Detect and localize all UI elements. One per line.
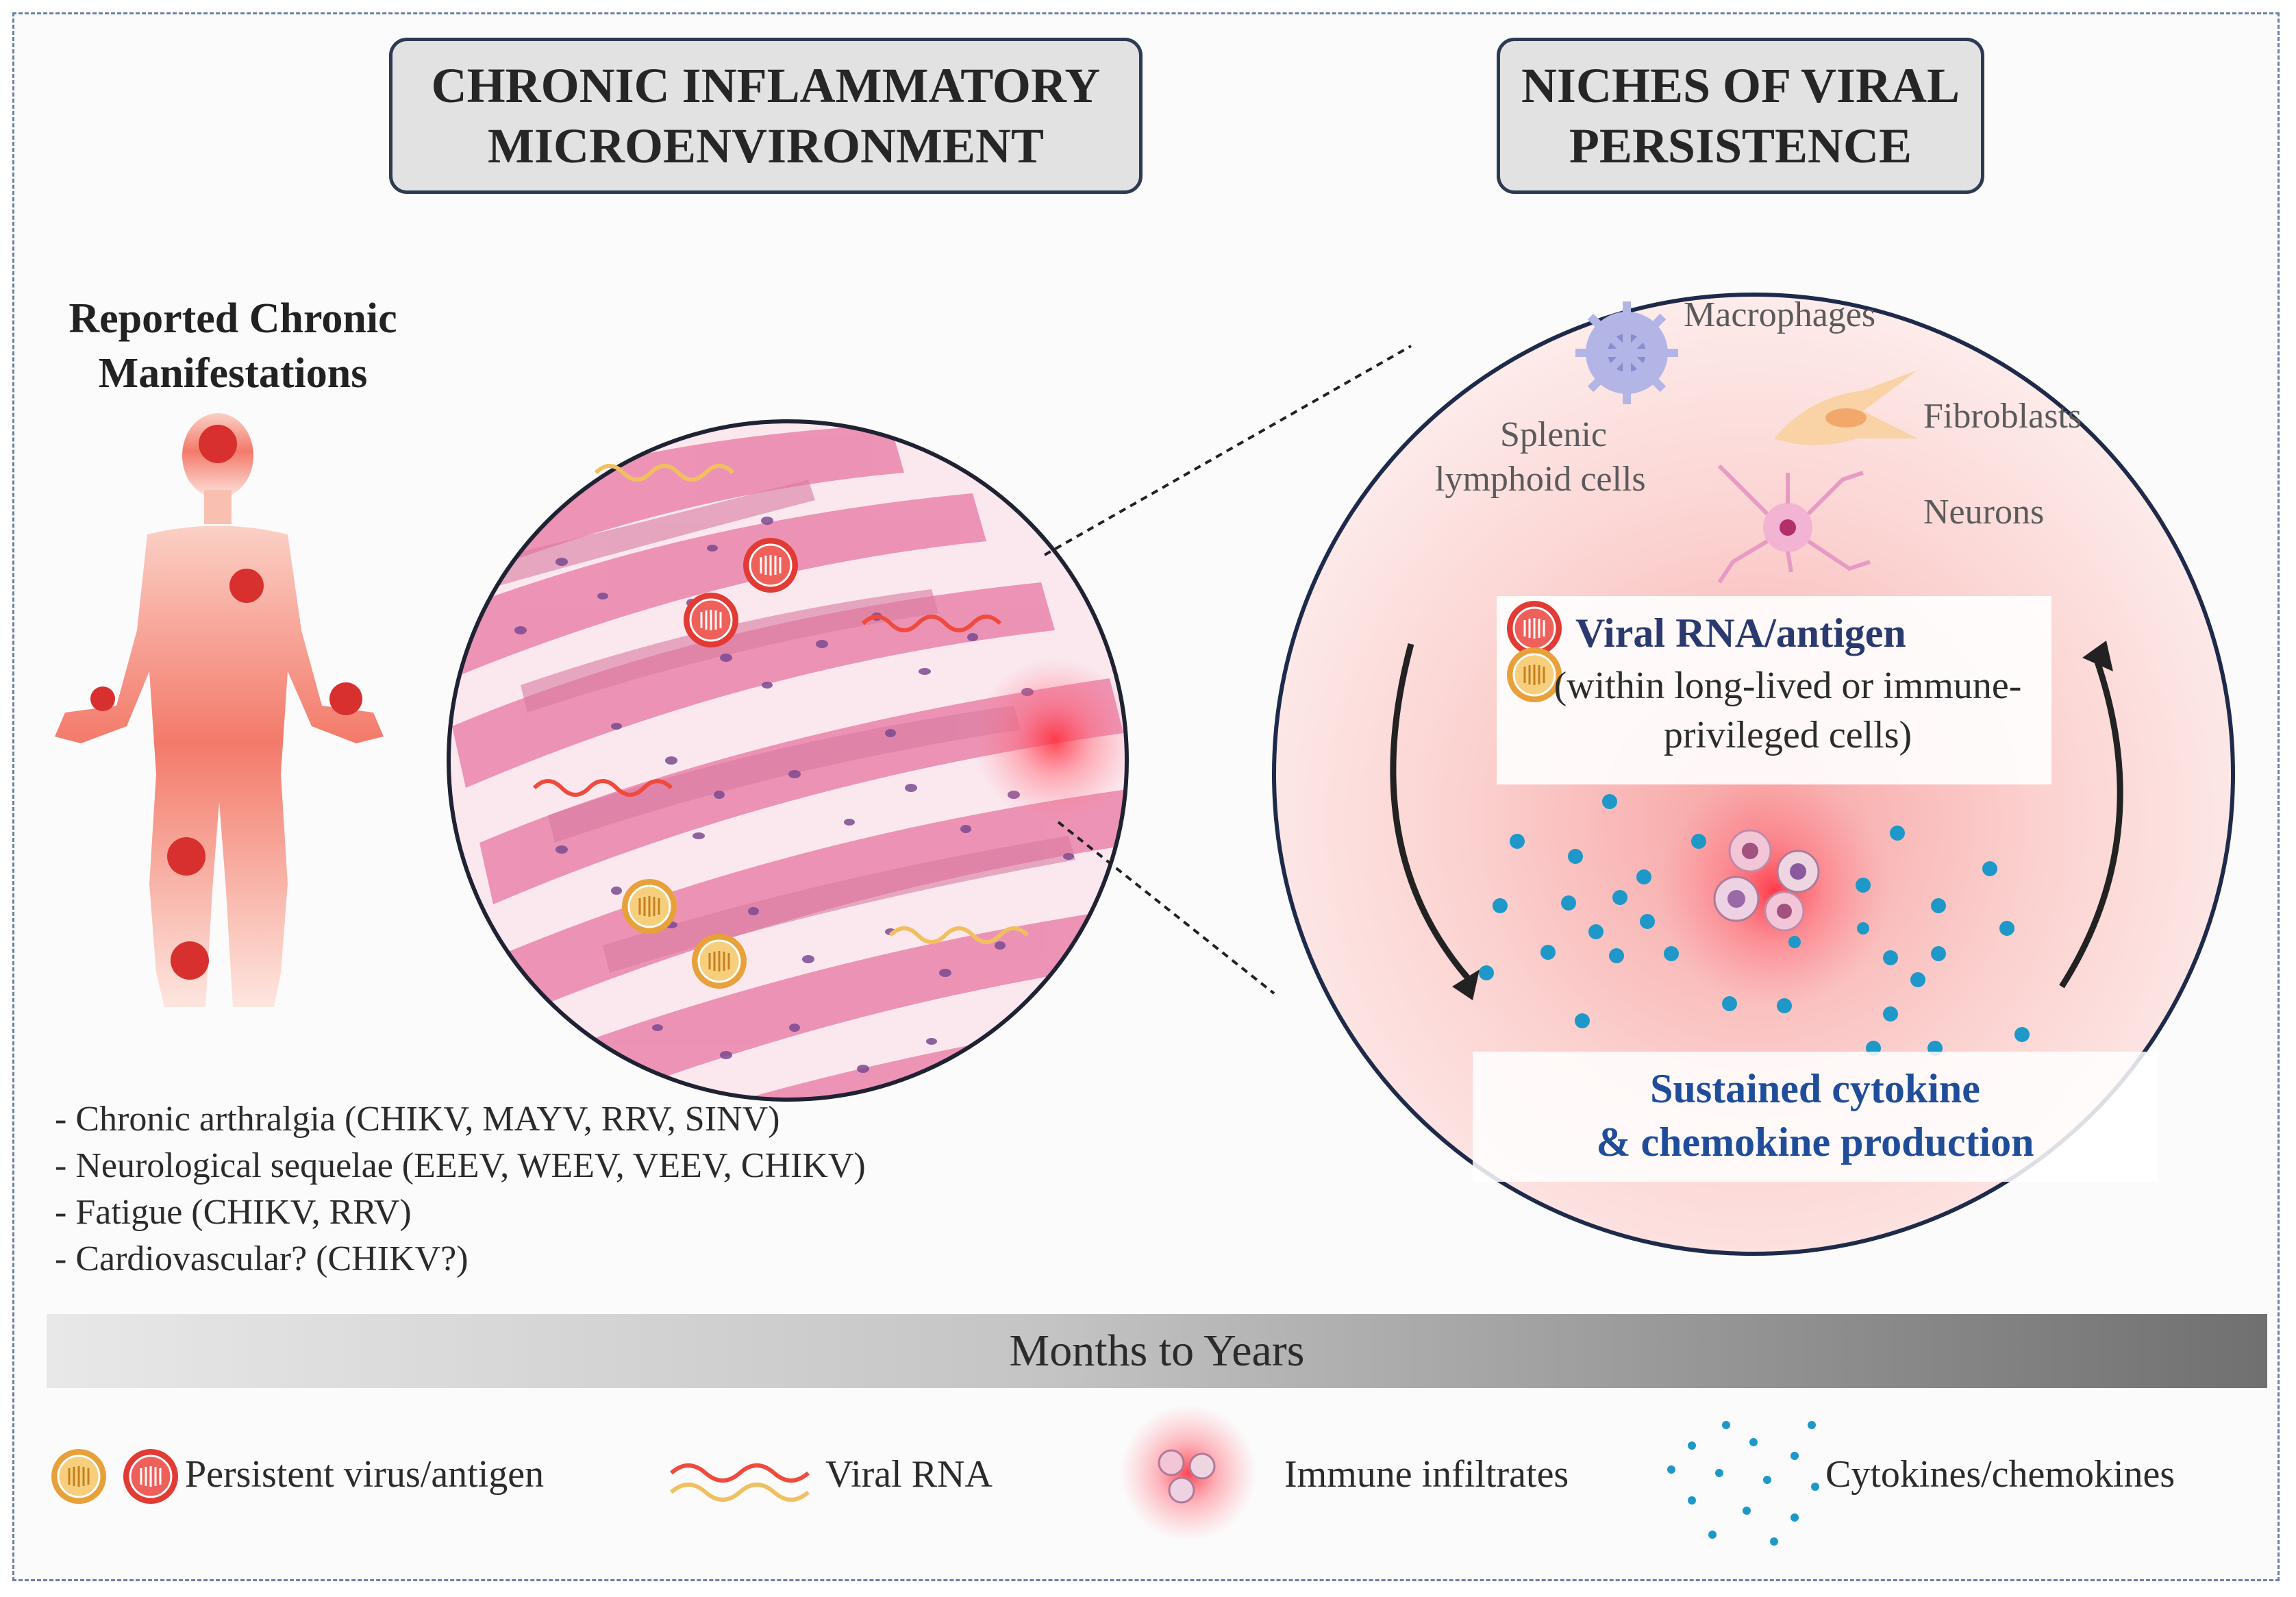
title-left-text: CHRONIC INFLAMMATORY MICROENVIRONMENT — [431, 58, 1101, 173]
manifestation-item: - Chronic arthralgia (CHIKV, MAYV, RRV, … — [55, 1100, 780, 1139]
splenic-label-line2: lymphoid cells — [1435, 460, 1646, 499]
cytokine-production-text: Sustained cytokine & chemokine productio… — [1596, 1066, 2034, 1165]
timeline-label: Months to Years — [1009, 1326, 1305, 1376]
manifestation-item: - Fatigue (CHIKV, RRV) — [55, 1193, 412, 1232]
right-cycle-arrow — [2059, 656, 2123, 989]
human-body-figure — [55, 413, 384, 1007]
splenic-label-line1: Splenic — [1500, 415, 1607, 454]
legend-cytokines-label: Cytokines/chemokines — [1825, 1453, 2175, 1496]
timeline-bar: Months to Years — [47, 1314, 2267, 1388]
manifestations-list: - Chronic arthralgia (CHIKV, MAYV, RRV, … — [55, 1096, 866, 1283]
title-viral-persistence: NICHES OF VIRAL PERSISTENCE — [1497, 38, 1984, 194]
legend-rna-yellow — [670, 1483, 810, 1502]
manifestation-item: - Cardiovascular? (CHIKV?) — [55, 1239, 469, 1278]
tissue-histology-circle — [447, 419, 1129, 1102]
macrophage-icon — [1575, 301, 1678, 404]
manifestations-heading: Reported Chronic Manifestations — [68, 295, 397, 397]
fibroblasts-label: Fibroblasts — [1923, 397, 2082, 436]
legend-viral-rna-label: Viral RNA — [825, 1453, 993, 1496]
neurons-label: Neurons — [1923, 493, 2045, 532]
viral-rna-textbox — [1497, 596, 2051, 784]
legend-persistent-label: Persistent virus/antigen — [185, 1453, 545, 1496]
neuron-icon — [1717, 464, 1871, 584]
legend-cytokine-dots — [1667, 1421, 1819, 1546]
legend-rna-red — [670, 1463, 810, 1483]
viral-rna-subtitle: (within long-lived or immune-privileged … — [1553, 665, 2022, 756]
manifestation-item: - Neurological sequelae (EEEV, WEEV, VEE… — [55, 1146, 866, 1185]
macrophages-label: Macrophages — [1684, 295, 1876, 334]
cytokine-textbox — [1473, 1052, 2158, 1182]
viral-rna-title: Viral RNA/antigen — [1575, 610, 1906, 656]
left-cycle-arrow — [1390, 643, 1472, 982]
title-chronic-inflammatory: CHRONIC INFLAMMATORY MICROENVIRONMENT — [389, 38, 1143, 194]
legend-infiltrates-label: Immune infiltrates — [1284, 1453, 1569, 1496]
cytokine-dots — [1479, 794, 2030, 1056]
immune-infiltrate-cells — [1713, 829, 1820, 932]
title-right-text: NICHES OF VIRAL PERSISTENCE — [1521, 58, 1960, 173]
fibroblast-icon — [1774, 370, 1918, 445]
